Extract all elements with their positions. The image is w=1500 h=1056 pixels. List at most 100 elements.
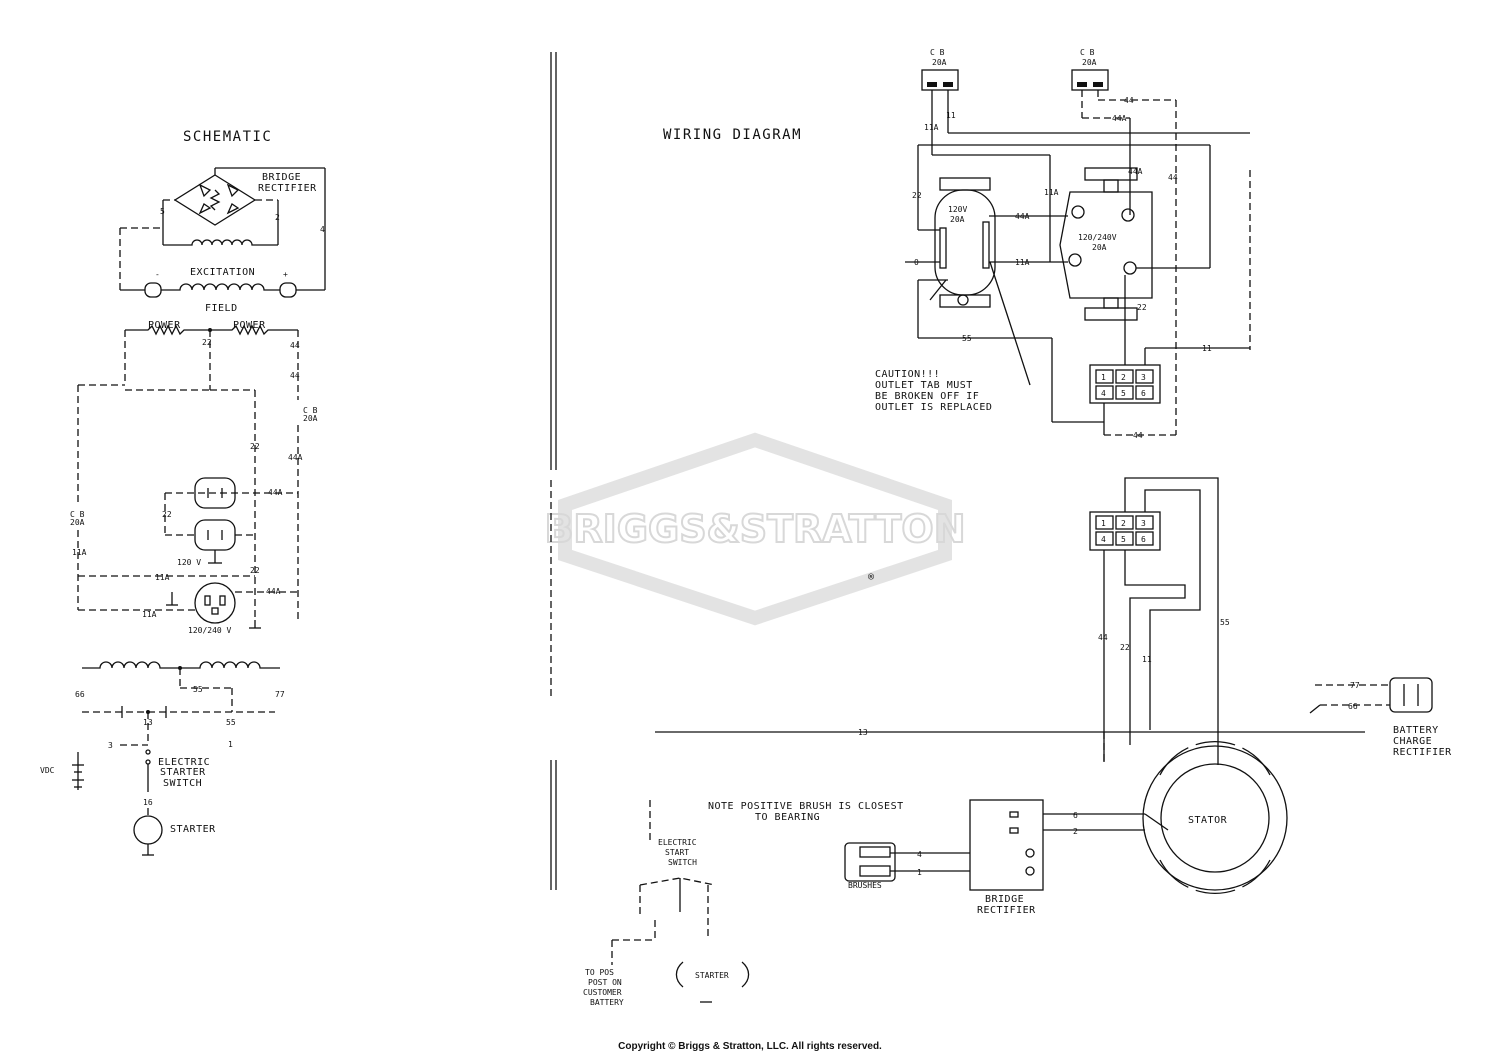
wiring-caution-3: BE BROKEN OFF IF bbox=[875, 391, 979, 402]
wiring-stator: STATOR bbox=[1142, 741, 1288, 894]
schematic-starter-label: STARTER bbox=[170, 824, 216, 835]
wiring-ess-label-3: SWITCH bbox=[668, 858, 697, 867]
wiring-wire-44c: 44 bbox=[1133, 431, 1143, 440]
watermark: BRIGGS&STRATTON ® bbox=[543, 432, 967, 626]
schematic-wire-44a: 44 bbox=[290, 341, 300, 350]
wiring-wire-44A: 44A bbox=[1112, 114, 1127, 123]
wiring-wire-6: 6 bbox=[1073, 811, 1078, 820]
wiring-wire-44A3: 44A bbox=[1015, 212, 1030, 221]
wiring-pin-b6: 6 bbox=[1141, 535, 1146, 544]
schematic-receptacles: 22 44A 120 V 120/240 V C B 20A 11A 11A 1… bbox=[70, 477, 298, 635]
schematic-wire-13: 13 bbox=[143, 718, 153, 727]
schematic-wire-1: 1 bbox=[228, 740, 233, 749]
schematic-wire-11Ab: 11A bbox=[155, 573, 170, 582]
schematic-vdc-label: VDC bbox=[40, 766, 55, 775]
wiring-bridge-rectifier: 6 2 BRIDGE RECTIFIER NOTE POSITIVE BRUSH… bbox=[708, 799, 1169, 916]
schematic-cb-left-rating: 20A bbox=[70, 518, 85, 527]
schematic-excitation-coil: EXCITATION - + FIELD bbox=[119, 227, 325, 314]
wiring-wire-11A2: 11A bbox=[1044, 188, 1059, 197]
wiring-pin-6: 6 bbox=[1141, 389, 1146, 398]
svg-text:5: 5 bbox=[160, 207, 165, 216]
wiring-wire-11c: 11 bbox=[1142, 655, 1152, 664]
wiring-cb-left-label: C B bbox=[930, 48, 945, 57]
schematic-cb-label: C B bbox=[303, 406, 318, 415]
schematic-wire-22b: 22 bbox=[250, 442, 260, 451]
wiring-pin-b1: 1 bbox=[1101, 519, 1106, 528]
wiring-wire-4: 4 bbox=[917, 850, 922, 859]
wiring-wire-77: 77 bbox=[1350, 681, 1360, 690]
center-divider bbox=[550, 52, 557, 890]
wiring-cb-left-rating: 20A bbox=[932, 58, 947, 67]
wiring-caution-4: OUTLET IS REPLACED bbox=[875, 402, 992, 413]
schematic-power-left: POWER bbox=[148, 320, 181, 331]
wiring-wire-11: 11 bbox=[946, 111, 956, 120]
schematic-wire-55b: 55 bbox=[226, 718, 236, 727]
wiring-note-1: NOTE POSITIVE BRUSH IS CLOSEST bbox=[708, 801, 904, 812]
schematic-wire-3: 3 bbox=[108, 741, 113, 750]
schematic-starter-circuit: VDC ELECTRIC STARTER SWITCH 16 STARTER bbox=[40, 749, 216, 856]
wiring-pin-b4: 4 bbox=[1101, 535, 1106, 544]
schematic-wire-22c: 22 bbox=[162, 510, 172, 519]
schematic-power-right: POWER bbox=[233, 320, 266, 331]
schematic-receptacle-120: 120 V bbox=[177, 558, 201, 567]
wiring-wire-44A2: 44A bbox=[1128, 167, 1143, 176]
wiring-to-post-1: TO POS bbox=[585, 968, 614, 977]
wiring-wire-22: 22 bbox=[912, 191, 922, 200]
wiring-cb-right-rating: 20A bbox=[1082, 58, 1097, 67]
schematic-wire-11Aa: 11A bbox=[72, 548, 87, 557]
wiring-outlet-240-rating: 20A bbox=[1092, 243, 1107, 252]
schematic-wire-11Ac: 11A bbox=[142, 610, 157, 619]
wiring-bridge-label-2: RECTIFIER bbox=[977, 905, 1036, 916]
schematic-wire-55a: 55 bbox=[193, 685, 203, 694]
wiring-wire-44: 44 bbox=[1124, 96, 1134, 105]
wiring-outlet-120v: 120V 20A 44A 11A 0 bbox=[905, 177, 1068, 338]
schematic-cb-left-label: C B bbox=[70, 510, 85, 519]
wiring-pin-4: 4 bbox=[1101, 389, 1106, 398]
wiring-wire-55b: 55 bbox=[1220, 618, 1230, 627]
wiring-wire-13: 13 bbox=[858, 728, 868, 737]
schematic-cb-rating: 20A bbox=[303, 414, 318, 423]
schematic-excitation-label: EXCITATION bbox=[190, 267, 255, 278]
wiring-cb-right-label: C B bbox=[1080, 48, 1095, 57]
wiring-pin-3: 3 bbox=[1141, 373, 1146, 382]
wiring-brushes-label: BRUSHES bbox=[848, 881, 882, 890]
wiring-brushes: 4 1 BRUSHES bbox=[844, 842, 970, 890]
copyright-footer: Copyright © Briggs & Stratton, LLC. All … bbox=[618, 1041, 882, 1052]
wiring-outlet-240-label: 120/240V bbox=[1078, 233, 1117, 242]
watermark-registered: ® bbox=[868, 572, 875, 583]
schematic-power-windings: POWER POWER 22 44 44 C B 20A 22 44A bbox=[77, 320, 318, 620]
wiring-note-2: TO BEARING bbox=[755, 812, 820, 823]
schematic-bridge-label-1: BRIDGE bbox=[262, 172, 301, 183]
schematic-charge-windings: 55 66 77 13 55 1 3 bbox=[75, 661, 285, 750]
wiring-to-post-4: BATTERY bbox=[590, 998, 624, 1007]
wiring-circuit-breakers: C B 20A C B 20A 44 44A 11A 11 bbox=[921, 48, 1176, 155]
schematic-wire-22a: 22 bbox=[202, 338, 212, 347]
wiring-battery-charge-rectifier: 77 66 BATTERY CHARGE RECTIFIER bbox=[1309, 677, 1452, 758]
wiring-pin-b3: 3 bbox=[1141, 519, 1146, 528]
wiring-electric-start-switch: ELECTRIC START SWITCH TO POS POST ON CUS… bbox=[583, 838, 750, 1007]
wiring-bridge-label-1: BRIDGE bbox=[985, 894, 1024, 905]
schematic-title: SCHEMATIC bbox=[183, 129, 272, 145]
wiring-pin-1: 1 bbox=[1101, 373, 1106, 382]
wiring-pin-b2: 2 bbox=[1121, 519, 1126, 528]
wiring-pin-2: 2 bbox=[1121, 373, 1126, 382]
wiring-bcr-label-3: RECTIFIER bbox=[1393, 747, 1452, 758]
schematic-switch-label-3: SWITCH bbox=[163, 778, 202, 789]
schematic-wire-44Ac: 44A bbox=[266, 587, 281, 596]
wiring-pin-b5: 5 bbox=[1121, 535, 1126, 544]
wiring-wire-44d: 44 bbox=[1098, 633, 1108, 642]
wiring-outlet-120-rating: 20A bbox=[950, 215, 965, 224]
wiring-wire-55: 55 bbox=[962, 334, 972, 343]
svg-text:+: + bbox=[283, 270, 288, 279]
wiring-wire-22b: 22 bbox=[1137, 303, 1147, 312]
schematic-switch-label-2: STARTER bbox=[160, 767, 206, 778]
svg-text:4: 4 bbox=[320, 225, 325, 234]
wiring-wire-11A3: 11A bbox=[1015, 258, 1030, 267]
schematic-field-label: FIELD bbox=[205, 303, 238, 314]
schematic-wire-16: 16 bbox=[143, 798, 153, 807]
wiring-starter-label: STARTER bbox=[695, 971, 729, 980]
wiring-wire-22c: 22 bbox=[1120, 643, 1130, 652]
wiring-connector-bottom: 1 2 3 4 5 6 55 44 22 11 bbox=[1089, 477, 1230, 765]
schematic-wire-44b: 44 bbox=[290, 371, 300, 380]
